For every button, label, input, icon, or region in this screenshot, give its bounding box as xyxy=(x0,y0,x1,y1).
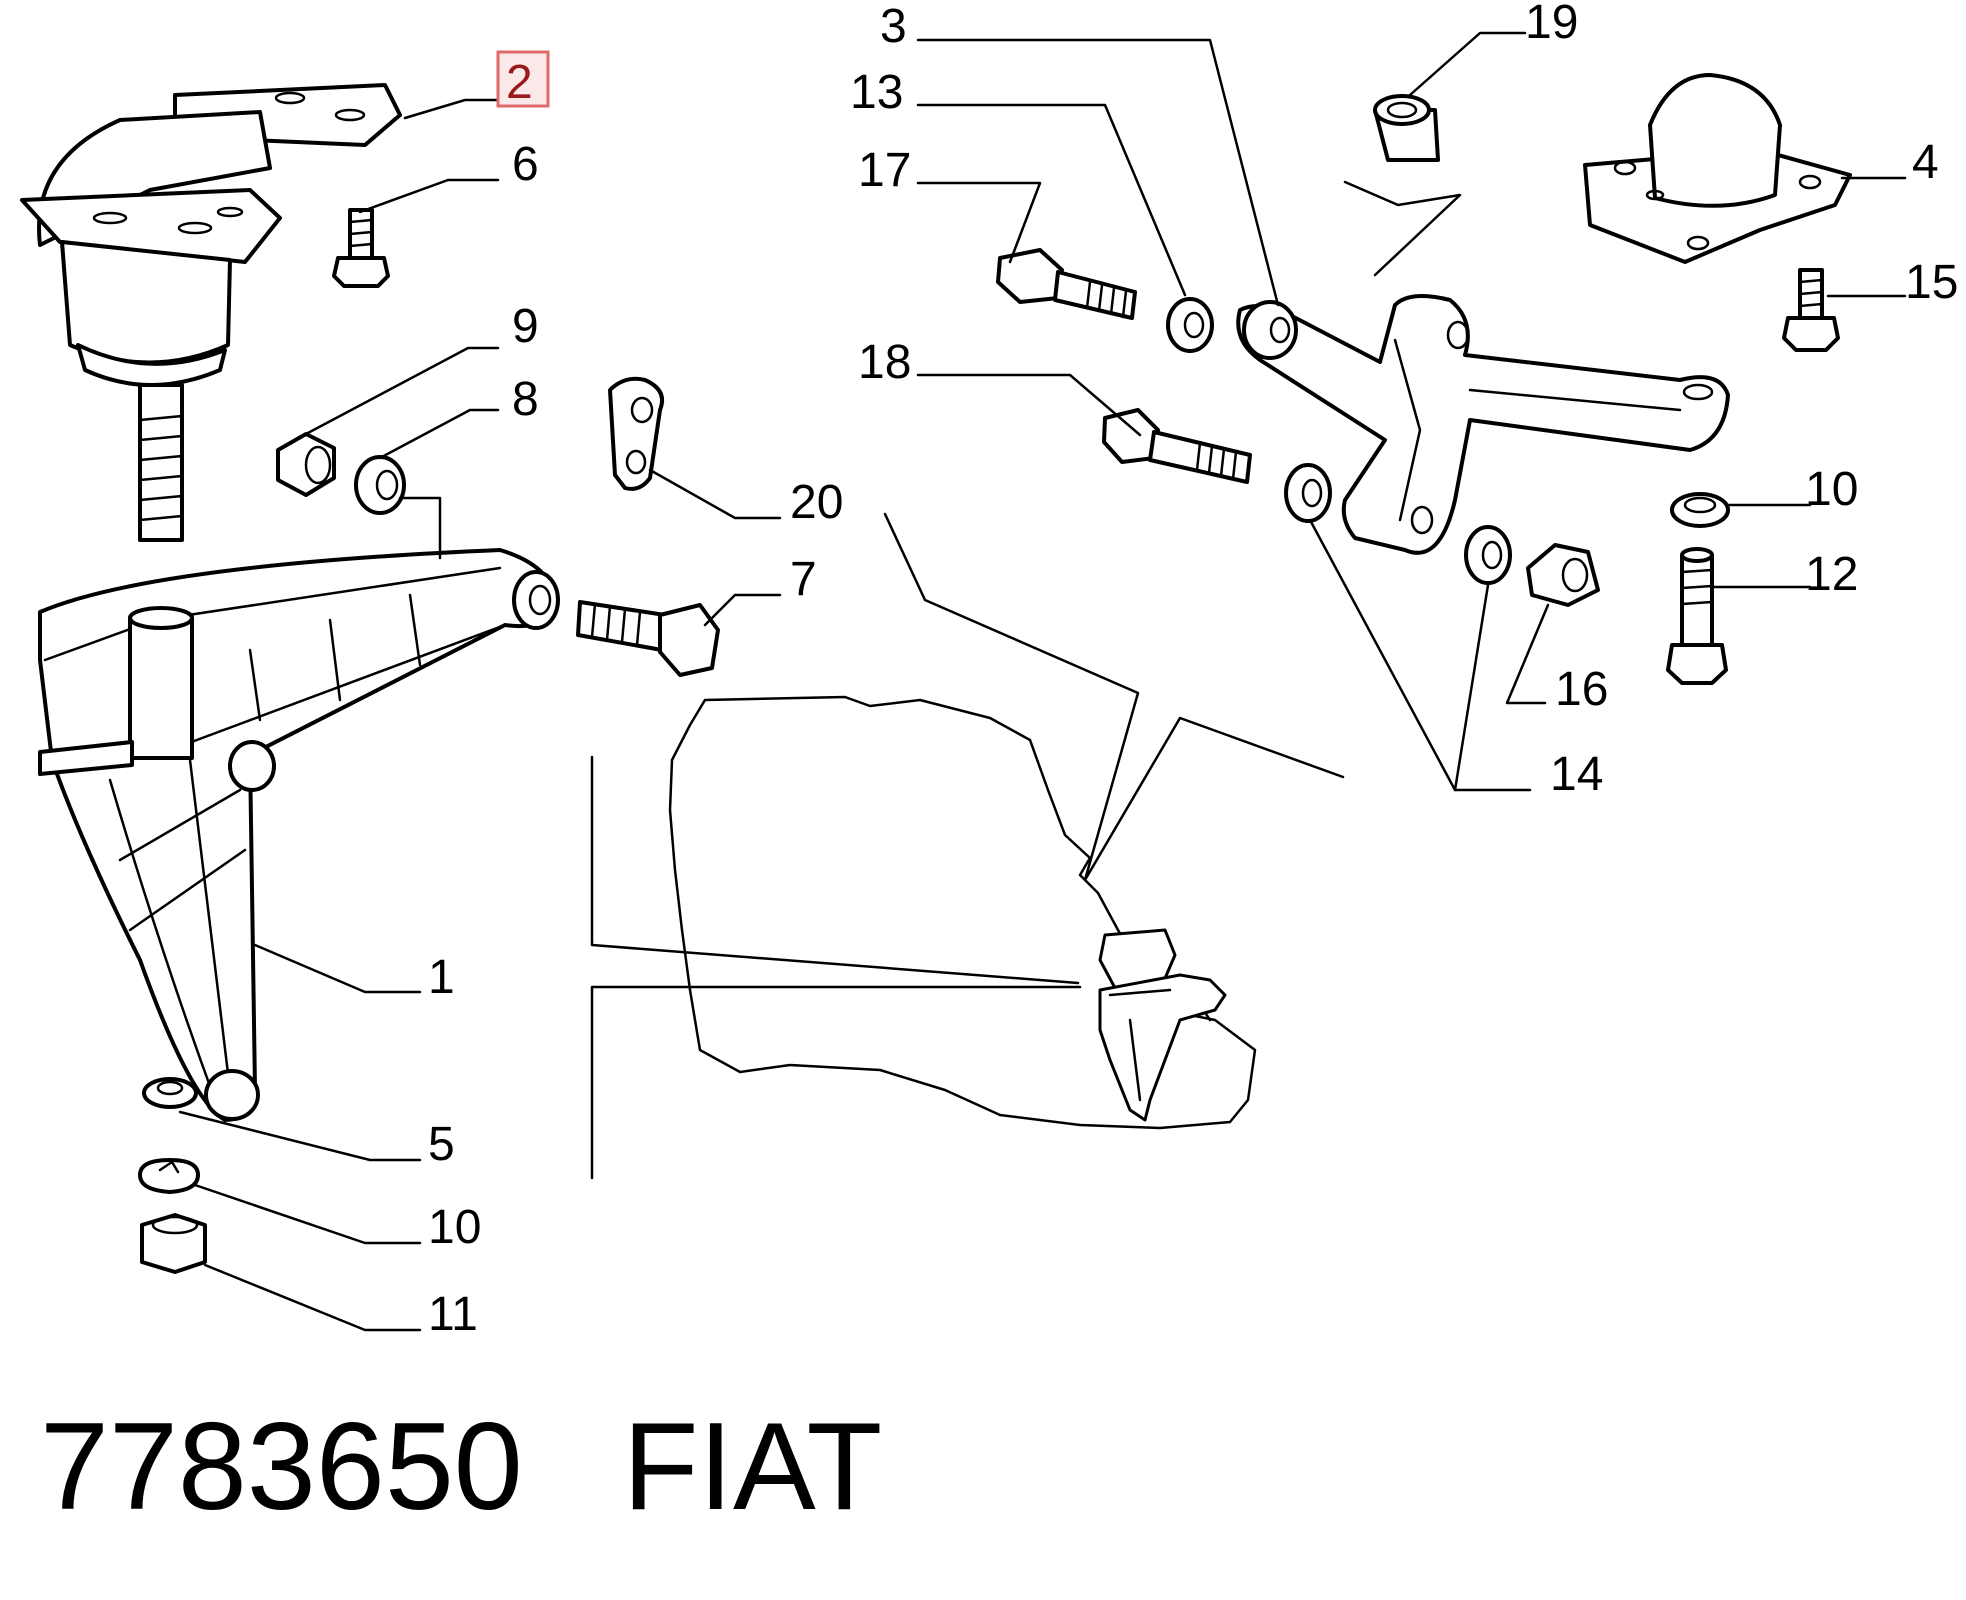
callout-14[interactable]: 14 xyxy=(1550,748,1603,801)
callout-6[interactable]: 6 xyxy=(512,138,539,191)
brand-name: FIAT xyxy=(622,1398,883,1536)
callout-8[interactable]: 8 xyxy=(512,373,539,426)
callout-12[interactable]: 12 xyxy=(1805,548,1858,601)
callout-5[interactable]: 5 xyxy=(428,1118,455,1171)
part-16-nut[interactable] xyxy=(1526,543,1600,607)
part-11-nut[interactable] xyxy=(140,1213,207,1274)
callout-16[interactable]: 16 xyxy=(1555,663,1608,716)
inset-guide-lines xyxy=(590,512,1345,1180)
callout-15[interactable]: 15 xyxy=(1905,256,1958,309)
part-number: 7783650 xyxy=(40,1398,523,1536)
leader-lines xyxy=(178,31,1907,1332)
part-17-bolt[interactable] xyxy=(996,248,1137,320)
part-14-washer-left[interactable] xyxy=(1284,463,1332,523)
callout-10-right[interactable]: 10 xyxy=(1805,463,1858,516)
part-9-nut[interactable] xyxy=(276,432,336,497)
part-4-rubber-mount[interactable] xyxy=(1583,73,1852,264)
part-13-washer[interactable] xyxy=(1166,297,1214,353)
callout-11[interactable]: 11 xyxy=(428,1288,478,1341)
part-3-rear-bracket[interactable] xyxy=(1236,294,1730,555)
callout-20[interactable]: 20 xyxy=(790,476,843,529)
part-19-bushing[interactable] xyxy=(1373,94,1440,162)
part-14-washer-right[interactable] xyxy=(1464,525,1512,585)
part-1-main-bracket[interactable] xyxy=(38,548,560,1122)
callout-3[interactable]: 3 xyxy=(880,0,907,53)
part-12-bolt[interactable] xyxy=(1666,547,1728,685)
callout-2[interactable]: 2 xyxy=(506,56,533,109)
callout-9[interactable]: 9 xyxy=(512,300,539,353)
assembly-arrow-19 xyxy=(1343,180,1462,277)
part-18-bolt[interactable] xyxy=(1102,408,1252,484)
part-2-engine-mount[interactable] xyxy=(20,83,402,542)
part-7-bolt[interactable] xyxy=(576,600,720,677)
part-6-bolt[interactable] xyxy=(332,208,390,288)
callout-17[interactable]: 17 xyxy=(858,144,911,197)
callout-19[interactable]: 19 xyxy=(1525,0,1578,49)
part-10-washer-right[interactable] xyxy=(1670,492,1730,528)
callout-4[interactable]: 4 xyxy=(1912,136,1939,189)
part-5-washer[interactable] xyxy=(142,1077,198,1109)
part-15-bolt[interactable] xyxy=(1782,268,1840,352)
part-10-split-washer[interactable] xyxy=(138,1158,200,1194)
part-20-plate[interactable] xyxy=(608,376,665,491)
part-8-washer[interactable] xyxy=(354,455,406,515)
callout-7[interactable]: 7 xyxy=(790,553,817,606)
inset-gearbox-outline xyxy=(668,695,1257,1130)
callout-1[interactable]: 1 xyxy=(428,951,455,1004)
callout-13[interactable]: 13 xyxy=(850,66,903,119)
callout-10-left[interactable]: 10 xyxy=(428,1201,481,1254)
callout-18[interactable]: 18 xyxy=(858,336,911,389)
callout-2-highlight-box xyxy=(496,50,550,108)
